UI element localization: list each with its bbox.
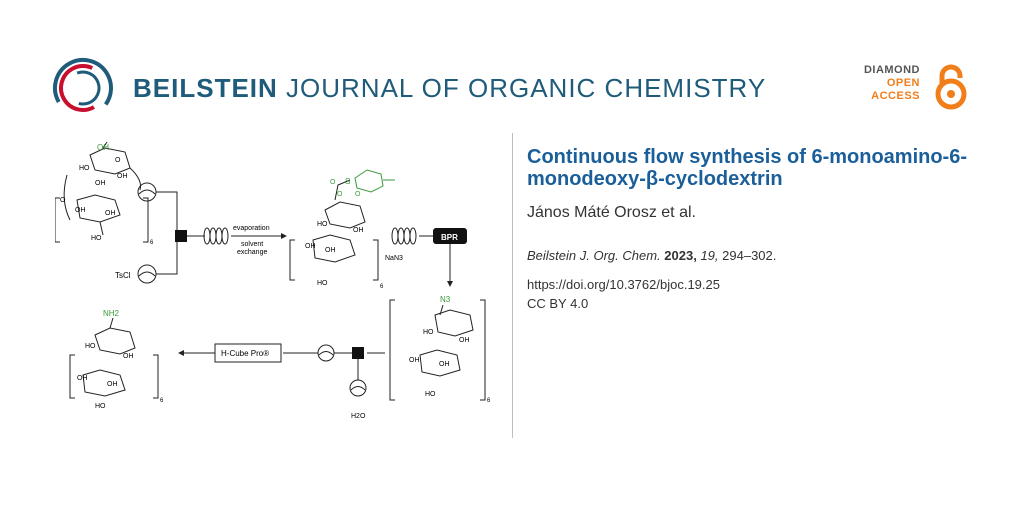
step-exchange: exchange <box>237 249 267 256</box>
am-ho-label: HO <box>85 343 96 350</box>
oh-label-4: OH <box>105 210 116 217</box>
am-ho-label-2: HO <box>95 403 106 410</box>
step-evaporation: evaporation <box>233 225 270 232</box>
oh-label-green: OH <box>97 143 109 152</box>
t-mixer-1 <box>175 230 187 242</box>
open-access-text: DIAMOND OPEN ACCESS <box>864 64 920 103</box>
coil-reactor-2 <box>391 227 417 245</box>
az-ho-label: HO <box>423 329 434 336</box>
badge-line-access: ACCESS <box>871 90 920 102</box>
o-label-left: O <box>60 197 66 204</box>
ho-label-2: HO <box>91 235 102 242</box>
citation-journal: Beilstein J. Org. Chem. <box>527 248 661 263</box>
journal-name: JOURNAL OF ORGANIC CHEMISTRY <box>286 73 767 103</box>
bpr-label: BPR <box>441 233 458 242</box>
diamond-open-access-badge: DIAMOND OPEN ACCESS <box>864 64 976 112</box>
am-repeat-six: 6 <box>160 398 164 404</box>
hcube-label: H-Cube Pro® <box>221 349 269 358</box>
ester-o-label: O <box>330 179 336 186</box>
oh-label: OH <box>117 173 128 180</box>
sulfonyl-o-2: O <box>355 191 361 198</box>
ts-ho-label: HO <box>317 221 328 228</box>
nh2-label: NH2 <box>103 309 120 318</box>
ts-repeat-six: 6 <box>380 284 384 290</box>
article-title[interactable]: Continuous flow synthesis of 6-monoamino… <box>527 146 967 190</box>
t-mixer-2 <box>352 347 364 359</box>
n3-label: N3 <box>440 295 451 304</box>
ts-oh-label: OH <box>353 227 364 234</box>
az-ho-label-2: HO <box>425 391 436 398</box>
az-oh-label: OH <box>459 337 470 344</box>
az-oh-label-3: OH <box>439 361 450 368</box>
badge-line-open: OPEN <box>886 77 920 89</box>
open-lock-icon <box>935 64 967 110</box>
sulfonyl-o-1: O <box>337 191 343 198</box>
badge-line-diamond: DIAMOND <box>863 64 920 76</box>
repeat-six: 6 <box>150 240 154 246</box>
license-text: CC BY 4.0 <box>527 296 589 311</box>
reaction-scheme-svg: OH O HO OH OH O OH OH HO 6 TsCl evaporat… <box>54 141 491 420</box>
journal-title: BEILSTEIN JOURNAL OF ORGANIC CHEMISTRY <box>133 73 766 104</box>
article-citation: Beilstein J. Org. Chem. 2023, 19, 294–30… <box>527 248 997 263</box>
citation-pages: 294–302. <box>722 248 777 263</box>
citation-volume: 19, <box>700 248 719 263</box>
citation-year: 2023, <box>664 248 697 263</box>
ts-oh-label-3: OH <box>325 247 336 254</box>
ts-ho-label-2: HO <box>317 280 328 287</box>
ho-label: HO <box>79 165 90 172</box>
h2o-reagent: H2O <box>351 413 366 420</box>
tscl-reagent: TsCl <box>115 271 131 280</box>
ts-oh-label-2: OH <box>305 243 316 250</box>
az-repeat-six: 6 <box>487 398 491 404</box>
beilstein-logo-icon <box>53 58 113 118</box>
tosyl-group <box>354 169 395 193</box>
column-divider <box>512 133 513 438</box>
sulfur-label: S <box>345 177 350 186</box>
nan3-reagent: NaN3 <box>385 255 403 262</box>
oh-label-2: OH <box>95 180 106 187</box>
am-oh-label-2: OH <box>77 375 88 382</box>
coil-reactor-1 <box>203 227 229 245</box>
step-solvent: solvent <box>241 241 263 248</box>
am-oh-label: OH <box>123 353 134 360</box>
az-oh-label-2: OH <box>409 357 420 364</box>
journal-brand: BEILSTEIN <box>133 73 278 103</box>
am-oh-label-3: OH <box>107 381 118 388</box>
doi-link[interactable]: https://doi.org/10.3762/bjoc.19.25 <box>527 277 720 292</box>
article-authors: János Máté Orosz et al. <box>527 204 696 221</box>
bpr-unit <box>433 228 467 244</box>
graphical-abstract-scheme: OH O HO OH OH O OH OH HO 6 TsCl evaporat… <box>54 140 495 430</box>
article-info: Continuous flow synthesis of 6-monoamino… <box>527 146 997 311</box>
ring-o-label: O <box>115 157 121 164</box>
oh-label-3: OH <box>75 207 86 214</box>
journal-header: BEILSTEIN JOURNAL OF ORGANIC CHEMISTRY D… <box>0 0 1024 120</box>
